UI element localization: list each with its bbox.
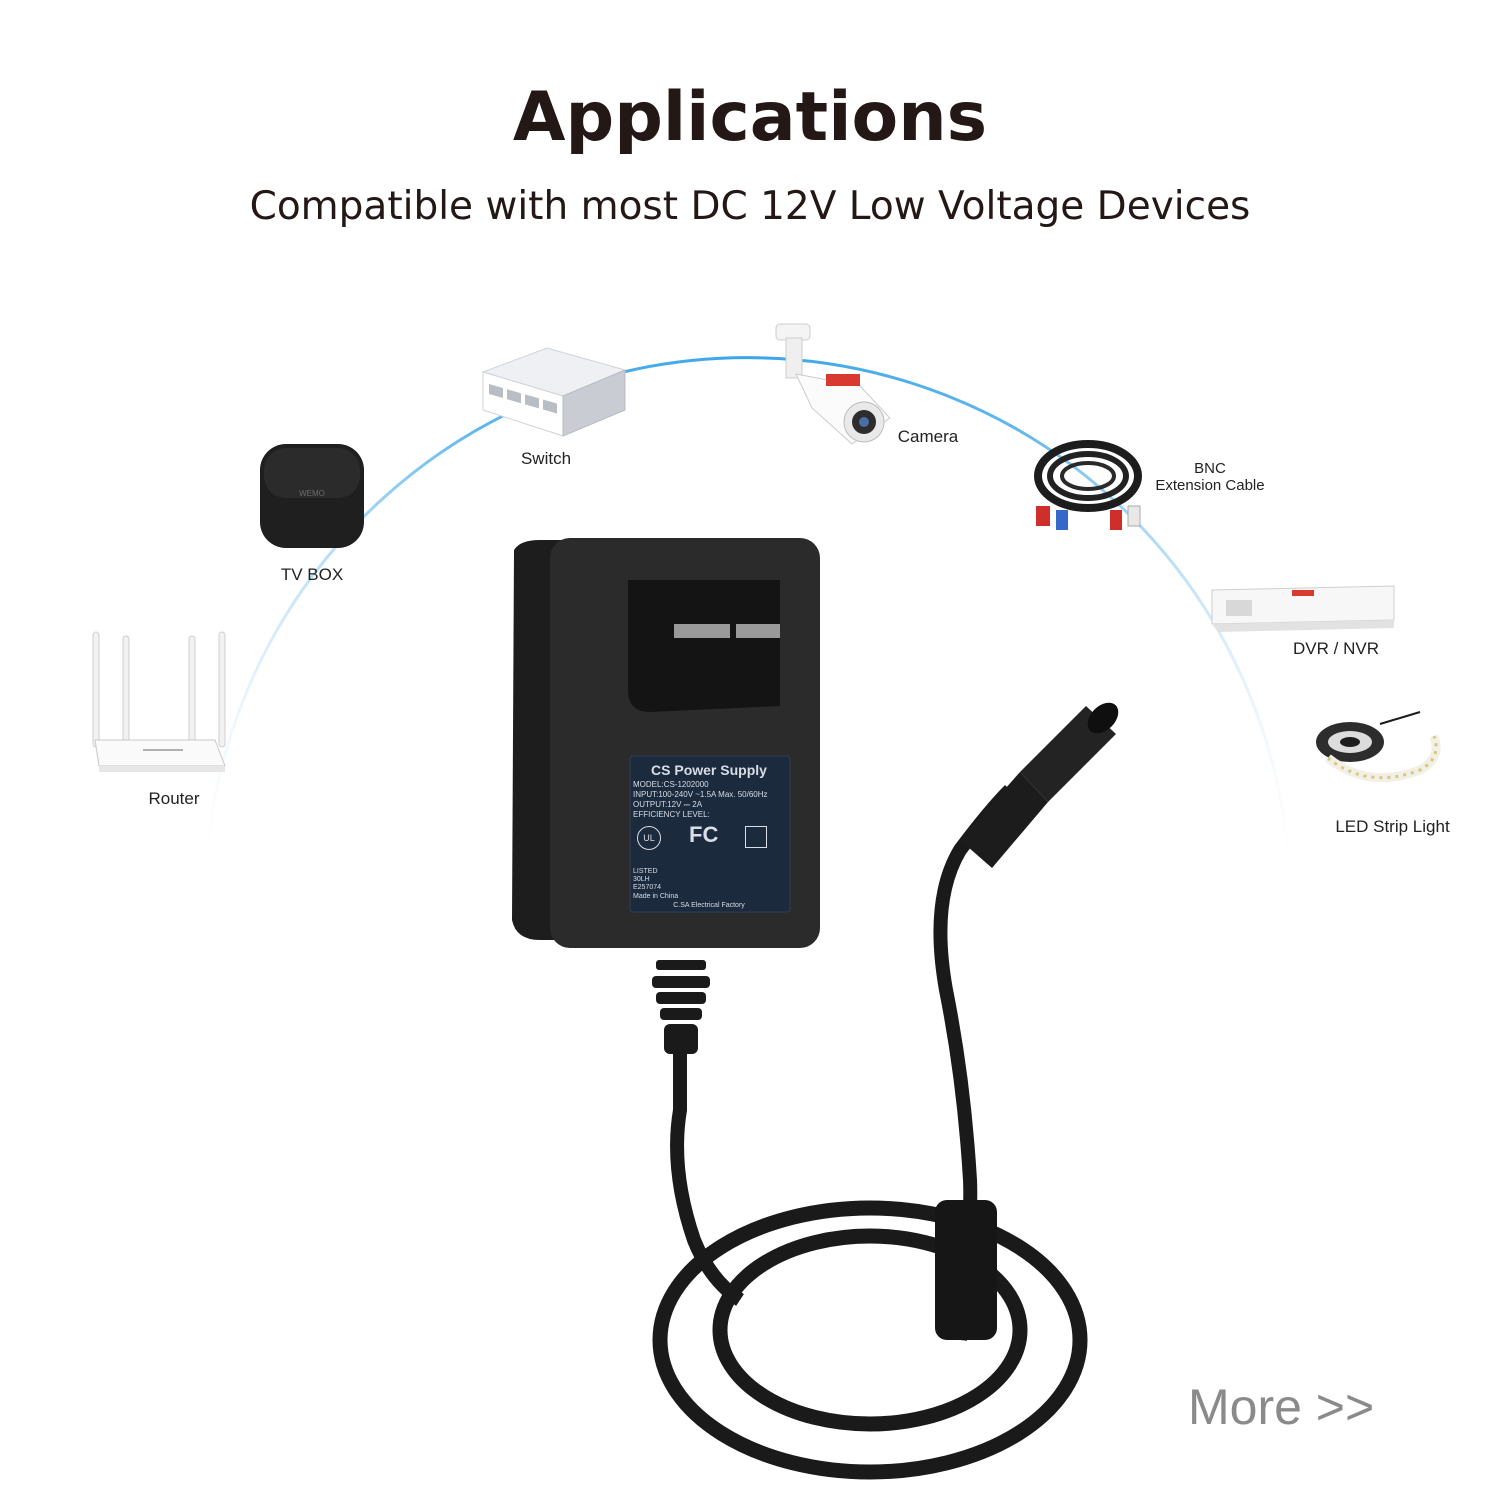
adapter-model: MODEL:CS-1202000 (633, 780, 709, 789)
more-link[interactable]: More >> (1188, 1379, 1375, 1435)
label-tv-box: TV BOX (280, 565, 344, 584)
label-bnc-line1: BNC (1194, 460, 1226, 477)
adapter-output: OUTPUT:12V ⎓ 2A (633, 800, 703, 809)
page-title: Applications (512, 78, 988, 157)
adapter-origin: Made in China (633, 893, 679, 900)
adapter-efficiency: EFFICIENCY LEVEL: (633, 810, 710, 819)
fcc-mark-icon: FC (689, 822, 719, 847)
page-subtitle: Compatible with most DC 12V Low Voltage … (249, 184, 1251, 229)
switch-icon (481, 347, 627, 437)
label-led: LED Strip Light (1335, 817, 1450, 836)
label-dvr: DVR / NVR (1293, 639, 1379, 658)
double-insulation-icon (745, 826, 767, 848)
adapter-listed: LISTED (633, 868, 658, 875)
adapter-input: INPUT:100-240V ~1.5A Max. 50/60Hz (633, 790, 768, 799)
adapter-factory: C.SA Electrical Factory (673, 902, 745, 909)
adapter-label: CS Power Supply MODEL:CS-1202000 INPUT:1… (633, 762, 785, 910)
label-bnc-line2: Extension Cable (1155, 477, 1265, 494)
label-camera: Camera (897, 427, 959, 446)
led-strip-icon (1316, 711, 1441, 783)
label-router: Router (148, 789, 200, 808)
dvr-icon (1211, 585, 1395, 632)
power-adapter-image (512, 538, 1119, 1480)
label-bnc: BNC Extension Cable (1150, 460, 1270, 494)
bnc-cable-icon (1034, 440, 1142, 530)
svg-text:WEMO: WEMO (299, 489, 325, 498)
tv-box-icon: WEMO (260, 444, 364, 548)
ul-mark-icon: UL (637, 826, 661, 850)
camera-icon (775, 323, 891, 445)
adapter-code1: 30LH (633, 876, 650, 883)
adapter-code2: E257074 (633, 884, 662, 891)
label-switch: Switch (520, 449, 572, 468)
adapter-brand: CS Power Supply (651, 762, 767, 778)
router-icon (92, 631, 226, 772)
